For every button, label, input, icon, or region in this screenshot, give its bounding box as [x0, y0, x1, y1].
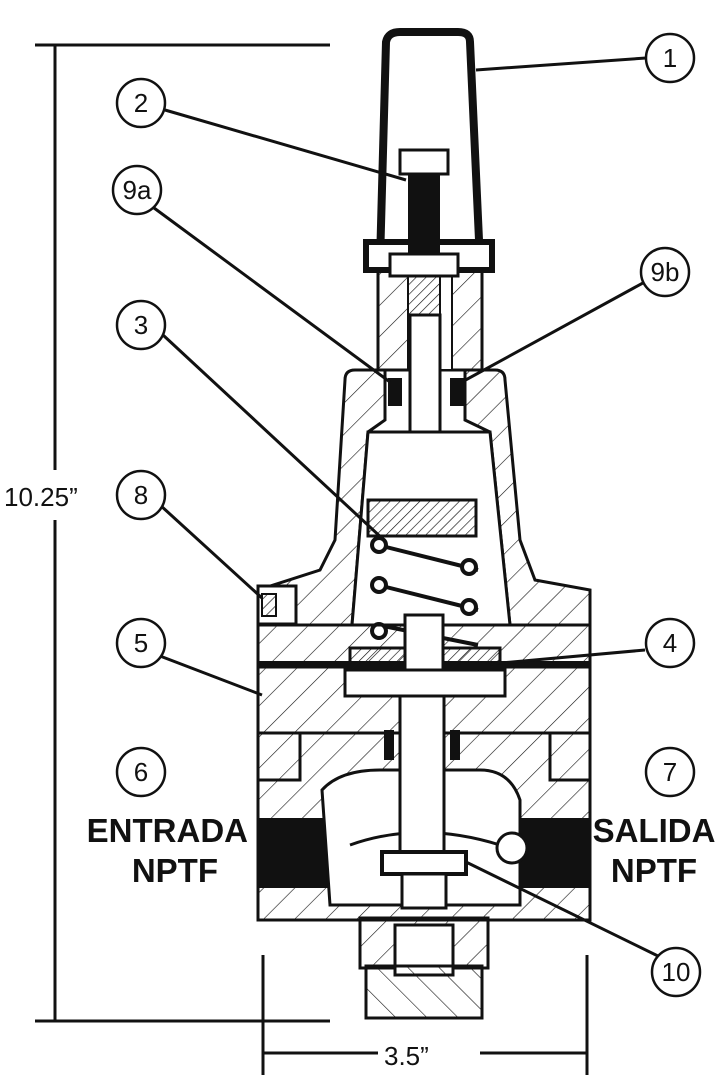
callout-8: 8 [115, 469, 167, 521]
svg-text:4: 4 [663, 628, 677, 658]
callout-4: 4 [644, 617, 696, 669]
svg-text:6: 6 [134, 757, 148, 787]
svg-text:8: 8 [134, 480, 148, 510]
svg-text:3: 3 [134, 310, 148, 340]
height-dimension [35, 43, 330, 1023]
svg-text:9a: 9a [123, 175, 152, 205]
callout-6: 6 [115, 746, 167, 798]
svg-text:9b: 9b [651, 257, 680, 287]
callout-9a: 9a [111, 164, 163, 216]
callout-1: 1 [644, 32, 696, 84]
inlet-label-line2: NPTF [132, 852, 218, 889]
stem-o-ring-left [384, 730, 394, 760]
svg-text:5: 5 [134, 628, 148, 658]
inlet-label-line1: ENTRADA [87, 812, 248, 849]
svg-text:1: 1 [663, 43, 677, 73]
callout-7: 7 [644, 746, 696, 798]
bottom-plug [358, 916, 490, 1020]
outlet-label-line2: NPTF [611, 852, 697, 889]
o-ring-9b [450, 378, 464, 406]
svg-text:2: 2 [134, 88, 148, 118]
valve-stem [398, 694, 446, 858]
svg-text:10: 10 [662, 957, 691, 987]
disc-nut [400, 872, 448, 910]
adjusting-screw [388, 148, 460, 317]
callout-9b: 9b [639, 246, 691, 298]
vent-plug [256, 584, 298, 626]
o-ring-9a [388, 378, 402, 406]
svg-text:7: 7 [663, 757, 677, 787]
valve-disc [380, 850, 468, 876]
diaphragm-flange [256, 613, 592, 735]
callout-10: 10 [650, 946, 702, 998]
height-dimension-label: 10.25” [4, 482, 78, 512]
width-dimension-label: 3.5” [384, 1041, 429, 1071]
spring-button [366, 498, 478, 538]
width-dimension [261, 955, 589, 1075]
leader-lines [149, 56, 661, 959]
callout-2: 2 [115, 77, 167, 129]
callout-3: 3 [115, 299, 167, 351]
callout-5: 5 [115, 617, 167, 669]
stem-o-ring-right [450, 730, 460, 760]
outlet-label-line1: SALIDA [593, 812, 716, 849]
outlet-thread [520, 818, 590, 888]
